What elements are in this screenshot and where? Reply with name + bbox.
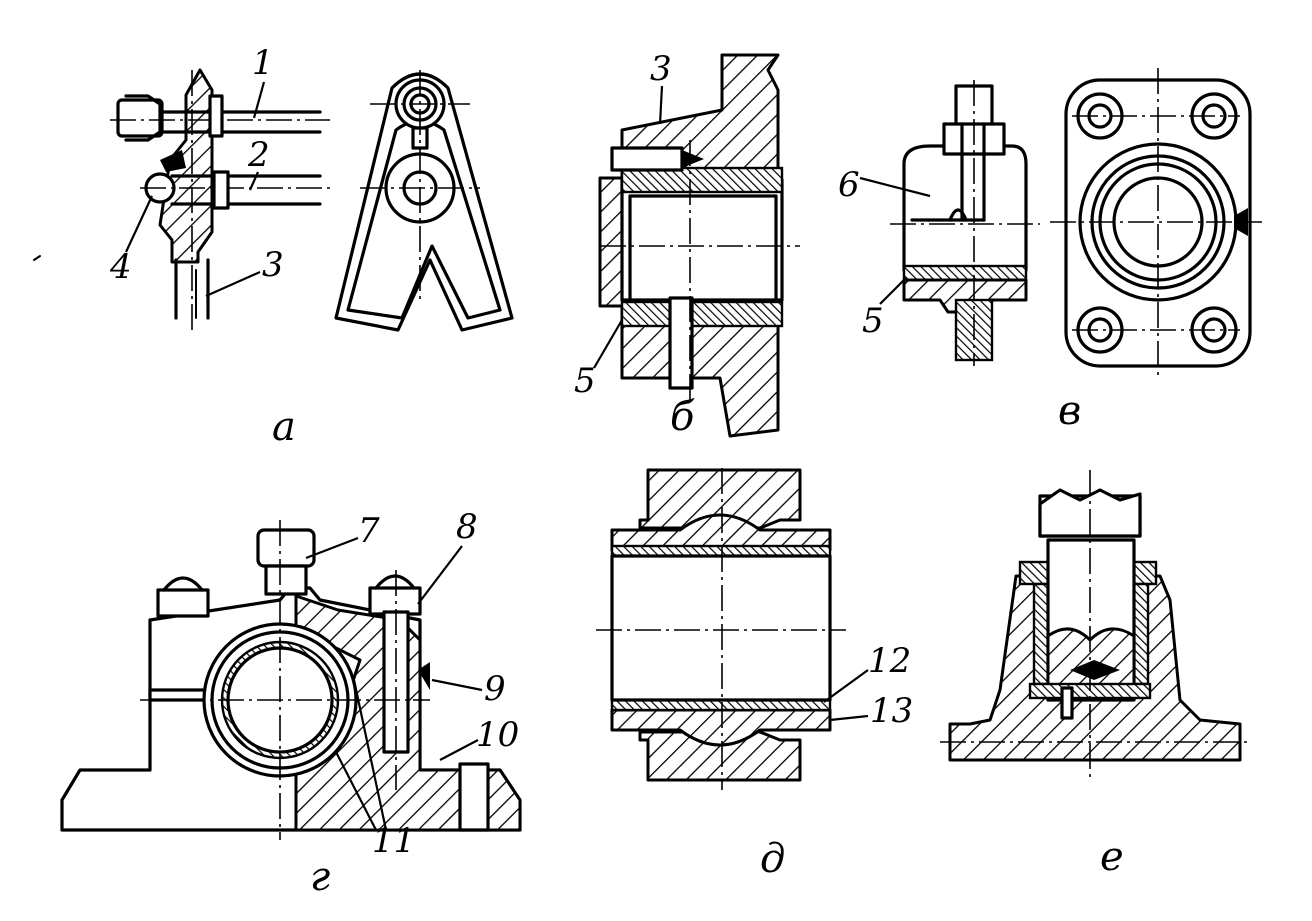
label-7: 7 <box>358 511 380 551</box>
view-a-front-view <box>334 70 514 332</box>
view-v-front-view <box>1050 68 1262 380</box>
label-3-b: 3 <box>650 49 672 89</box>
label-10: 10 <box>476 715 519 755</box>
label-11: 11 <box>372 821 415 861</box>
label-3-a: 3 <box>262 245 284 285</box>
caption-v: в <box>1058 388 1081 434</box>
caption-a: а <box>272 404 296 450</box>
label-9: 9 <box>484 669 506 709</box>
view-a-side-section <box>110 68 330 330</box>
caption-g: г <box>310 854 330 900</box>
caption-b: б <box>670 394 695 440</box>
label-13: 13 <box>870 691 913 731</box>
label-5-v: 5 <box>862 301 884 341</box>
label-6: 6 <box>838 165 860 205</box>
view-v: 6 5 в <box>838 68 1262 434</box>
view-e: е <box>940 470 1250 880</box>
stray-mark <box>33 255 41 261</box>
view-d: 12 13 д <box>596 468 913 882</box>
label-2: 2 <box>247 135 270 175</box>
view-v-side-view <box>890 80 1040 366</box>
label-8: 8 <box>456 507 478 547</box>
view-g: 7 8 9 10 11 г <box>60 507 522 900</box>
label-5-b: 5 <box>574 361 596 401</box>
label-4: 4 <box>109 247 132 287</box>
caption-d: д <box>760 836 785 882</box>
view-a: 1 2 4 3 а <box>109 43 514 450</box>
caption-e: е <box>1100 834 1124 880</box>
label-12: 12 <box>868 641 911 681</box>
view-b: 3 5 б <box>574 49 800 440</box>
label-1: 1 <box>252 43 274 83</box>
